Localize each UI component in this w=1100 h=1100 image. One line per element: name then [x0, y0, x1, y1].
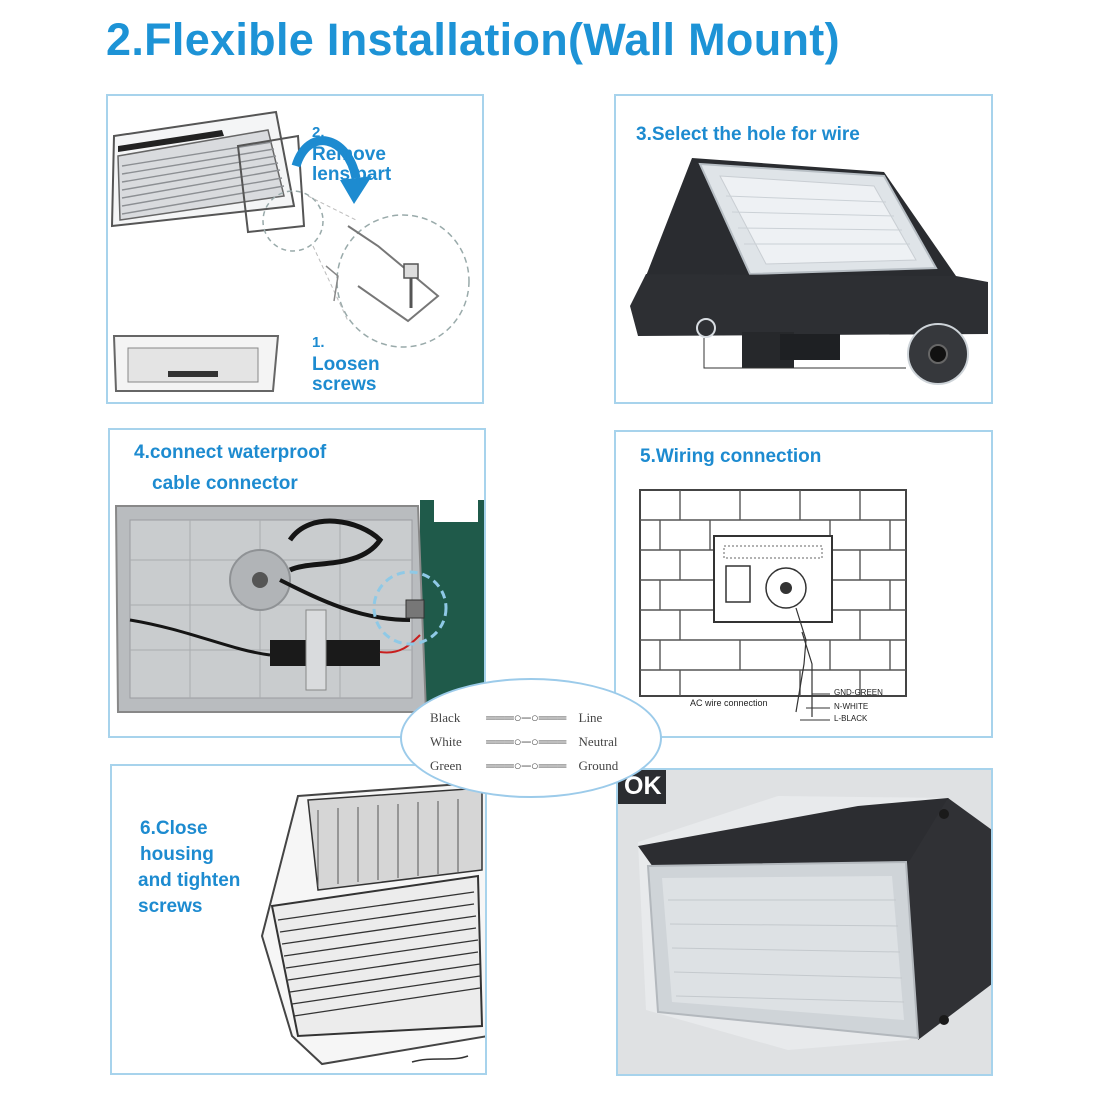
wire-ground-label: Ground — [578, 758, 619, 773]
cable-connector-photo — [114, 500, 484, 736]
panel-step-1-2: 2. Remove lens part 1. Loosen screws — [106, 94, 484, 404]
step-6-line3: and tighten — [138, 870, 241, 891]
wiring-row-2: White ═══○─○═══ Neutral — [430, 734, 617, 750]
wiring-diagram — [639, 489, 907, 721]
panel-step-5: 5.Wiring connection AC wire connection G… — [614, 430, 993, 738]
close-housing-diagram — [260, 781, 485, 1066]
step-1-line1: Loosen — [312, 354, 380, 375]
step-2-line2: lens part — [312, 164, 392, 185]
page-title: 2.Flexible Installation(Wall Mount) — [106, 14, 840, 65]
step-2-line1: Remove — [312, 144, 386, 165]
wire-connector-icon: ═══○─○═══ — [486, 758, 567, 773]
step-6-line1: 6.Close — [140, 818, 208, 839]
step-5-label: 5.Wiring connection — [640, 446, 822, 467]
step-1-number: 1. — [312, 334, 325, 351]
wire-connector-icon: ═══○─○═══ — [486, 710, 567, 725]
ac-wire-connection-label: AC wire connection — [690, 698, 768, 708]
gnd-green-label: GND-GREEN — [834, 688, 883, 697]
wiring-row-1: Black ═══○─○═══ Line — [430, 710, 602, 726]
n-white-label: N-WHITE — [834, 702, 869, 711]
step-1-line2: screws — [312, 374, 377, 395]
fixture-hole-photo — [630, 158, 988, 385]
panel-ok: OK — [616, 768, 993, 1076]
wire-line-label: Line — [578, 710, 603, 725]
step-6-line4: screws — [138, 896, 203, 917]
wire-green-label: Green — [430, 758, 462, 773]
wire-black-label: Black — [430, 710, 461, 725]
installed-fixture-photo — [618, 770, 991, 1074]
panel-step-4: 4.connect waterproof cable connector — [108, 428, 486, 738]
wiring-legend-bubble: Black ═══○─○═══ Line White ═══○─○═══ Neu… — [400, 678, 662, 798]
lens-removal-diagram — [110, 110, 470, 392]
step-4-line1: 4.connect waterproof — [134, 442, 327, 463]
step-3-label: 3.Select the hole for wire — [636, 124, 860, 145]
wire-neutral-label: Neutral — [578, 734, 618, 749]
wire-white-label: White — [430, 734, 462, 749]
panel-step-3: 3.Select the hole for wire — [614, 94, 993, 404]
panel-step-6: 6.Close housing and tighten screws — [110, 764, 487, 1075]
step-2-number: 2. — [312, 124, 325, 141]
wire-connector-icon: ═══○─○═══ — [486, 734, 567, 749]
wiring-row-3: Green ═══○─○═══ Ground — [430, 758, 618, 774]
step-6-line2: housing — [140, 844, 214, 865]
step-4-line2: cable connector — [152, 473, 298, 494]
l-black-label: L-BLACK — [834, 714, 868, 723]
